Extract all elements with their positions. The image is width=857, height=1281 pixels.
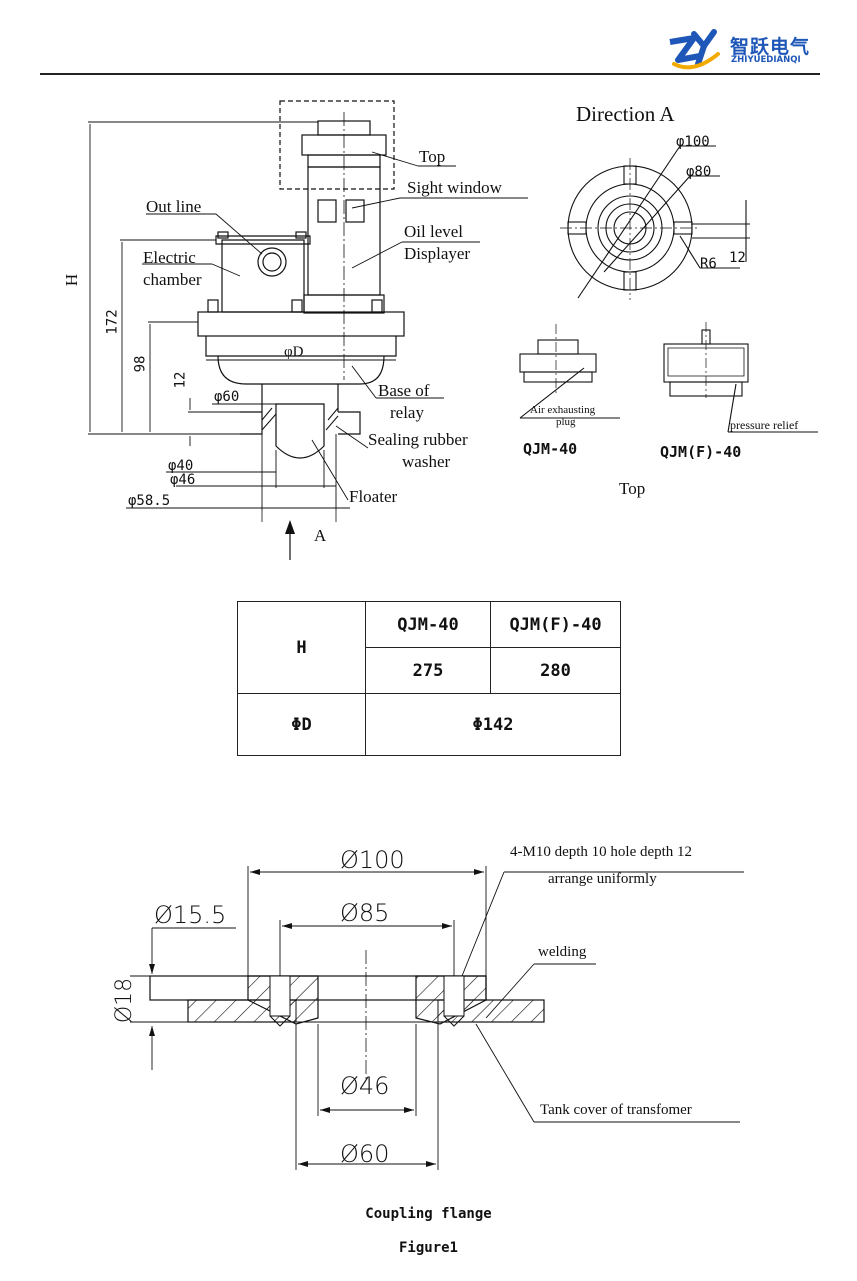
- table-h-qjm40: 275: [365, 647, 491, 694]
- label-base-2: relay: [390, 403, 424, 422]
- table-h-qjmf40: 280: [490, 647, 621, 694]
- flange-note-holes: 4-M10 depth 10 hole depth 12: [510, 844, 693, 860]
- flange-dim-phi85: Ø85: [340, 899, 390, 927]
- flange-note-arrange: arrange uniformly: [548, 871, 657, 887]
- dim-dir-phi80: φ80: [686, 164, 712, 180]
- direction-a-view: [560, 145, 750, 300]
- dim-phi58-5: φ58.5: [128, 493, 171, 509]
- dim-12: 12: [172, 371, 189, 389]
- label-qjm40: QJM-40: [523, 440, 578, 458]
- dim-phi40: φ40: [168, 458, 194, 474]
- label-variants-top: Top: [619, 479, 646, 498]
- label-air-exhaust-1: Air exhausting: [530, 404, 596, 416]
- flange-dim-phi18: Ø18: [112, 977, 138, 1024]
- label-floater: Floater: [349, 487, 398, 506]
- sight-window-right: [345, 199, 365, 223]
- flange-dim-phi60: Ø60: [340, 1140, 390, 1168]
- label-oil-level-1: Oil level: [404, 222, 464, 241]
- dim-dir-r6: R6: [700, 256, 717, 272]
- label-sight-window: Sight window: [407, 178, 502, 197]
- flange-dim-phi100: Ø100: [340, 846, 405, 874]
- dim-phi46: φ46: [170, 472, 196, 488]
- label-base-1: Base of: [378, 381, 430, 400]
- top-detail-box: [279, 100, 395, 190]
- dim-phi-d: φD: [284, 344, 304, 360]
- zy-logo-icon: [669, 29, 720, 70]
- label-pressure-relief: pressure relief: [730, 418, 799, 432]
- table-col-qjmf40: QJM(F)-40: [490, 601, 621, 648]
- qjmf40-view: [663, 322, 818, 433]
- coupling-flange-drawing: [130, 866, 744, 1170]
- label-direction-arrow: A: [314, 526, 327, 545]
- label-top: Top: [419, 147, 446, 166]
- label-sealing-1: Sealing rubber: [368, 430, 468, 449]
- flange-note-welding: welding: [538, 944, 587, 960]
- dim-172: 172: [104, 309, 121, 335]
- brand-logo: [664, 24, 724, 72]
- floater: [275, 403, 325, 459]
- brand-name-en: ZHIYUEDIANQI: [731, 55, 801, 65]
- sight-window-left: [317, 199, 337, 223]
- header-divider: [40, 73, 820, 75]
- flange-dim-phi15-5: Ø15.5: [154, 901, 227, 929]
- flange-note-tank-cover: Tank cover of transfomer: [540, 1102, 692, 1118]
- dim-dir-phi100: φ100: [676, 134, 710, 150]
- table-h-label: H: [237, 601, 366, 694]
- qjm40-view: [519, 324, 620, 419]
- spec-table: H QJM-40 QJM(F)-40 275 280 ΦD Φ142: [237, 601, 621, 756]
- dim-phi60: φ60: [214, 389, 240, 405]
- flange-dim-phi46: Ø46: [340, 1072, 390, 1100]
- table-col-qjm40: QJM-40: [365, 601, 491, 648]
- label-electric-1: Electric: [143, 248, 196, 267]
- dim-98: 98: [132, 355, 149, 373]
- base-of-relay: [217, 355, 385, 385]
- label-qjmf40: QJM(F)-40: [660, 443, 742, 461]
- table-d-value: Φ142: [365, 693, 621, 756]
- label-oil-level-2: Displayer: [404, 244, 471, 263]
- direction-a-title: Direction A: [576, 102, 675, 126]
- label-sealing-2: washer: [402, 452, 451, 471]
- base-flange: [197, 311, 405, 337]
- out-line-port: [257, 247, 287, 277]
- relay-drawing: [88, 100, 818, 560]
- label-out-line: Out line: [146, 197, 202, 216]
- dim-dir-12: 12: [729, 250, 746, 266]
- label-air-exhaust-2: plug: [556, 416, 576, 428]
- table-d-label: ΦD: [237, 693, 366, 756]
- label-electric-2: chamber: [143, 270, 202, 289]
- dim-h: H: [62, 273, 82, 287]
- caption-figure: Figure1: [398, 1240, 458, 1256]
- caption-coupling-flange: Coupling flange: [365, 1206, 492, 1222]
- brand-name-cn: 智跃电气: [730, 36, 811, 58]
